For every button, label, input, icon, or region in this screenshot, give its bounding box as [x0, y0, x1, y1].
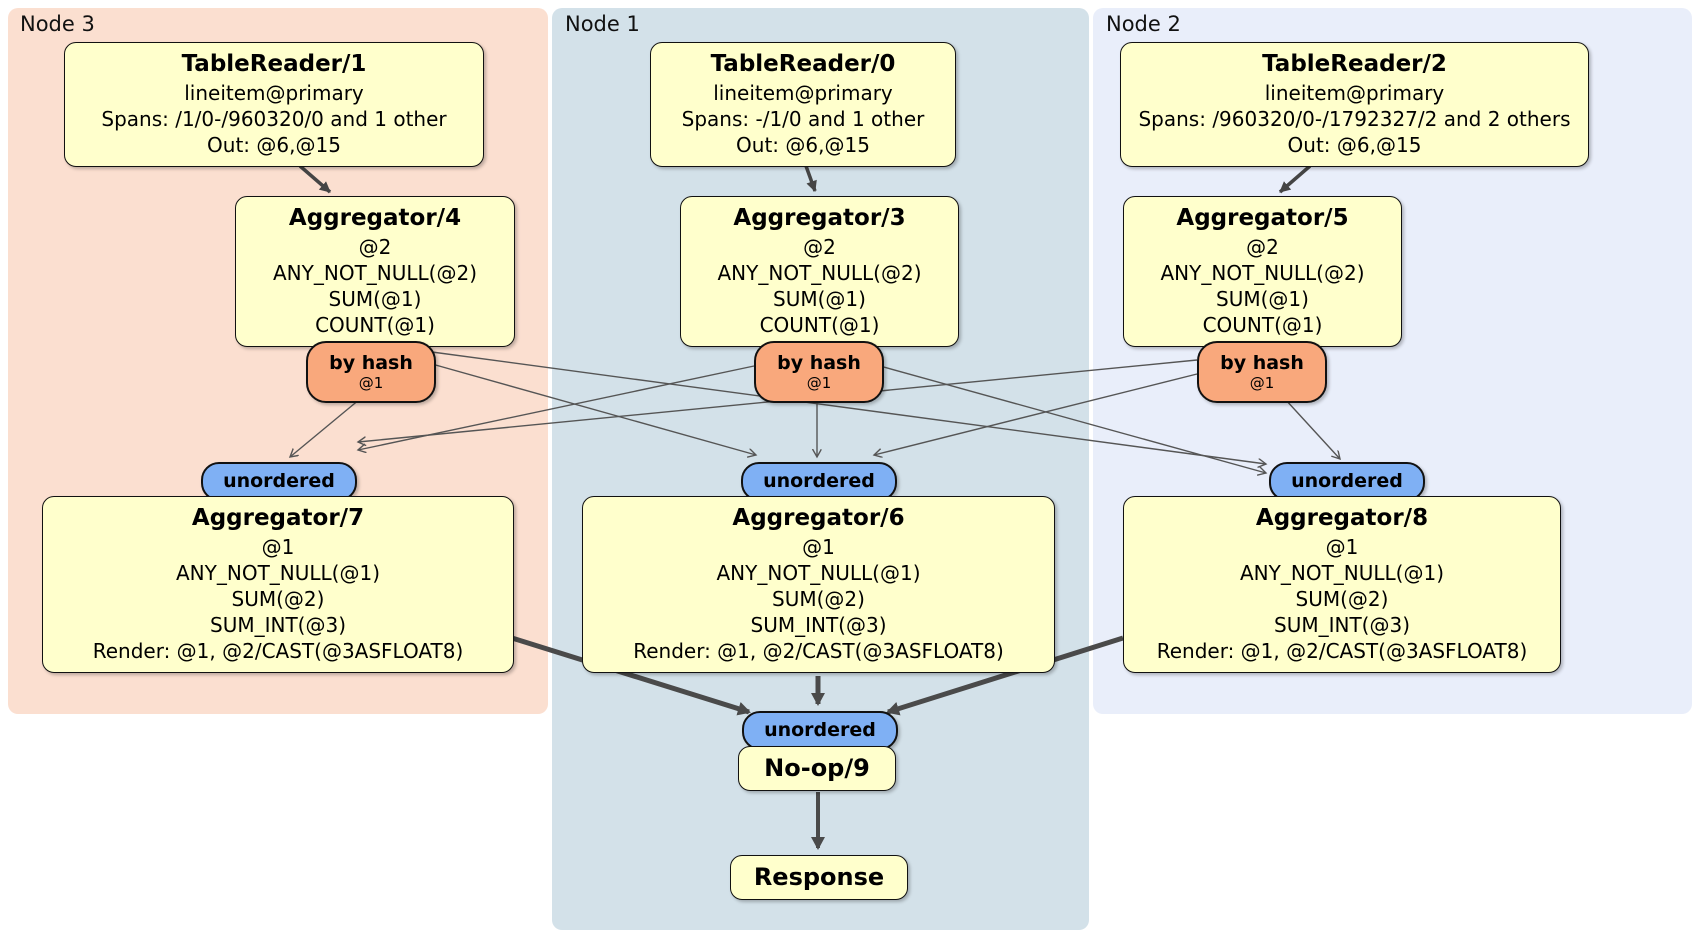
processor-detail: @2	[358, 234, 392, 259]
node-response: Response	[730, 855, 908, 901]
edge-tr2-agg5	[1278, 164, 1312, 194]
processor-detail: SUM(@2)	[1295, 586, 1389, 611]
processor-detail: COUNT(@1)	[315, 312, 435, 337]
edge-hash5-un8	[1284, 398, 1340, 459]
edge-agg7-un9	[511, 635, 751, 716]
processor-detail: Render: @1, @2/CAST(@3ASFLOAT8)	[633, 638, 1004, 663]
processor-detail: SUM(@1)	[773, 286, 866, 311]
processor-detail: @1	[802, 534, 835, 559]
processor-detail: @1	[1325, 534, 1359, 559]
processor-detail: ANY_NOT_NULL(@1)	[1240, 560, 1444, 585]
edge-tr0-agg3	[804, 165, 817, 192]
processor-detail: SUM(@1)	[328, 286, 422, 311]
processor-detail: SUM_INT(@3)	[750, 612, 887, 637]
processor-title: Aggregator/3	[733, 205, 906, 231]
processor-detail: COUNT(@1)	[759, 312, 880, 337]
processor-title: TableReader/1	[181, 51, 367, 77]
processor-detail: Spans: /1/0-/960320/0 and 1 other	[101, 106, 447, 131]
processor-detail: Out: @6,@15	[1287, 132, 1422, 157]
edge-hash3-un8	[879, 365, 1266, 473]
sync-label: unordered	[764, 718, 876, 741]
processor-detail: @2	[1246, 234, 1279, 259]
sync-label: unordered	[223, 469, 335, 492]
node-1-label: Node 1	[565, 12, 640, 36]
edge-hash4-un6	[431, 363, 756, 455]
processor-detail: SUM_INT(@3)	[1274, 612, 1410, 637]
edge-hash4-un8	[431, 351, 1266, 464]
processor-tablereader-1: TableReader/1 lineitem@primary Spans: /1…	[64, 42, 484, 167]
edge-agg8-un9	[886, 635, 1124, 716]
router-by-hash-4: by hash @1	[306, 341, 436, 403]
processor-aggregator-7: Aggregator/7 @1 ANY_NOT_NULL(@1) SUM(@2)…	[42, 496, 514, 673]
edge-tr1-agg4	[298, 164, 332, 194]
processor-detail: SUM_INT(@3)	[210, 612, 346, 637]
router-key: @1	[1249, 373, 1275, 392]
processor-detail: SUM(@2)	[231, 586, 325, 611]
processor-detail: lineitem@primary	[713, 80, 893, 105]
processor-title: TableReader/2	[1262, 51, 1447, 77]
processor-detail: ANY_NOT_NULL(@1)	[716, 560, 921, 585]
processor-detail: Spans: -/1/0 and 1 other	[681, 106, 925, 131]
edge-hash5-un6	[874, 373, 1198, 455]
processor-detail: Out: @6,@15	[207, 132, 341, 157]
router-label: by hash	[1220, 351, 1304, 374]
processor-detail: ANY_NOT_NULL(@2)	[1160, 260, 1365, 285]
processor-detail: Out: @6,@15	[736, 132, 870, 157]
sync-unordered-9: unordered	[742, 711, 898, 750]
processor-detail: SUM(@1)	[1216, 286, 1309, 311]
processor-detail: Render: @1, @2/CAST(@3ASFLOAT8)	[1156, 638, 1528, 663]
node-3-label: Node 3	[20, 12, 95, 36]
router-key: @1	[806, 373, 832, 392]
router-by-hash-5: by hash @1	[1197, 341, 1327, 403]
processor-detail: lineitem@primary	[184, 80, 364, 105]
node-2-label: Node 2	[1106, 12, 1181, 36]
processor-title: No-op/9	[764, 754, 870, 782]
router-key: @1	[358, 373, 384, 392]
processor-title: Aggregator/7	[191, 505, 365, 531]
processor-aggregator-8: Aggregator/8 @1 ANY_NOT_NULL(@1) SUM(@2)…	[1123, 496, 1561, 673]
processor-noop-9: No-op/9	[738, 746, 896, 792]
processor-title: Response	[753, 863, 885, 891]
processor-title: Aggregator/4	[288, 205, 462, 231]
processor-title: TableReader/0	[710, 51, 896, 77]
processor-detail: ANY_NOT_NULL(@2)	[273, 260, 477, 285]
processor-title: Aggregator/8	[1255, 505, 1429, 531]
router-by-hash-3: by hash @1	[754, 341, 884, 403]
processor-aggregator-4: Aggregator/4 @2 ANY_NOT_NULL(@2) SUM(@1)…	[235, 196, 515, 347]
processor-tablereader-2: TableReader/2 lineitem@primary Spans: /9…	[1120, 42, 1589, 167]
sync-label: unordered	[1291, 469, 1403, 492]
processor-detail: ANY_NOT_NULL(@2)	[717, 260, 922, 285]
processor-aggregator-5: Aggregator/5 @2 ANY_NOT_NULL(@2) SUM(@1)…	[1123, 196, 1402, 347]
processor-detail: Spans: /960320/0-/1792327/2 and 2 others	[1138, 106, 1571, 131]
processor-title: Aggregator/6	[732, 505, 905, 531]
router-label: by hash	[329, 351, 413, 374]
processor-detail: ANY_NOT_NULL(@1)	[176, 560, 380, 585]
edge-hash4-un7	[290, 398, 361, 457]
processor-detail: Render: @1, @2/CAST(@3ASFLOAT8)	[92, 638, 464, 663]
processor-title: Aggregator/5	[1176, 205, 1349, 231]
processor-detail: @1	[261, 534, 295, 559]
processor-detail: lineitem@primary	[1264, 80, 1445, 105]
sync-label: unordered	[763, 469, 875, 492]
processor-aggregator-3: Aggregator/3 @2 ANY_NOT_NULL(@2) SUM(@1)…	[680, 196, 959, 347]
processor-tablereader-0: TableReader/0 lineitem@primary Spans: -/…	[650, 42, 956, 167]
processor-detail: COUNT(@1)	[1202, 312, 1323, 337]
processor-detail: @2	[803, 234, 836, 259]
processor-detail: SUM(@2)	[772, 586, 865, 611]
processor-aggregator-6: Aggregator/6 @1 ANY_NOT_NULL(@1) SUM(@2)…	[582, 496, 1055, 673]
router-label: by hash	[777, 351, 861, 374]
